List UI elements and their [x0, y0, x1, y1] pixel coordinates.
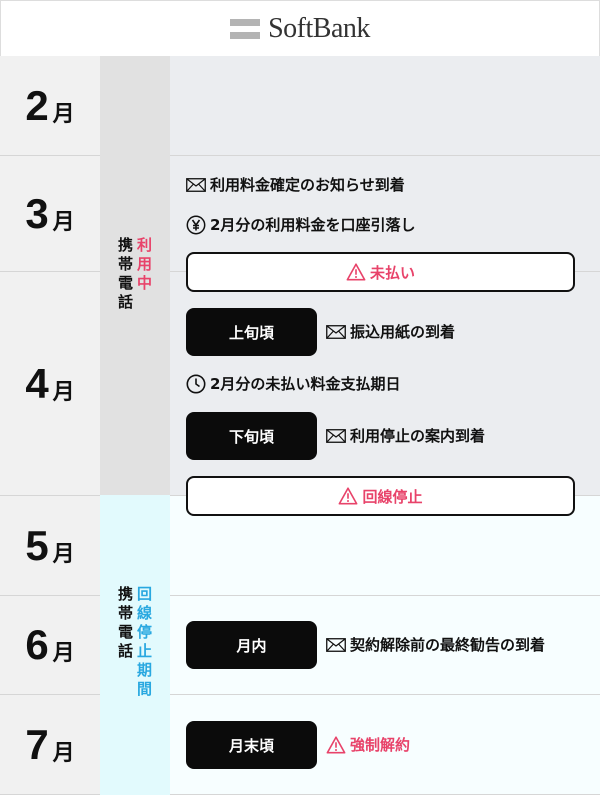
- pill-early-month: 上旬頃: [186, 308, 317, 356]
- status-band-stopped: [100, 495, 170, 795]
- clock-icon: [186, 374, 206, 394]
- yen-icon: [186, 215, 206, 235]
- softbank-logo: SoftBank: [230, 13, 370, 45]
- event-debit: 2月分の利用料金を口座引落し: [186, 214, 415, 235]
- event-fee-notice: 利用料金確定のお知らせ到着: [186, 174, 405, 195]
- warning-icon: [326, 735, 346, 755]
- mail-icon: [326, 426, 346, 446]
- unpaid-alert: 未払い: [186, 252, 575, 292]
- band-label-active: 携帯電話 利用中: [118, 236, 153, 311]
- mail-icon: [186, 175, 206, 195]
- band-arrow-icon: [100, 456, 170, 494]
- mail-icon: [326, 322, 346, 342]
- event-payment-slip: 振込用紙の到着: [326, 321, 455, 342]
- warning-icon: [346, 262, 366, 282]
- line-stop-alert: 回線停止: [186, 476, 575, 516]
- mail-icon: [326, 635, 346, 655]
- band-label-stopped: 携帯電話 回線停止期間: [118, 585, 153, 698]
- header: SoftBank: [0, 0, 600, 56]
- brand-name: SoftBank: [268, 12, 370, 44]
- event-forced-termination: 強制解約: [326, 734, 410, 755]
- pill-late-month: 下旬頃: [186, 412, 317, 460]
- pill-end-month: 月末頃: [186, 721, 317, 769]
- event-final-warning: 契約解除前の最終勧告の到着: [326, 634, 545, 655]
- logo-bars-icon: [230, 18, 261, 39]
- status-band-active: [100, 56, 170, 496]
- event-payment-deadline: 2月分の未払い料金支払期日: [186, 373, 400, 394]
- event-suspension-notice: 利用停止の案内到着: [326, 425, 485, 446]
- warning-icon: [338, 486, 358, 506]
- pill-within-month: 月内: [186, 621, 317, 669]
